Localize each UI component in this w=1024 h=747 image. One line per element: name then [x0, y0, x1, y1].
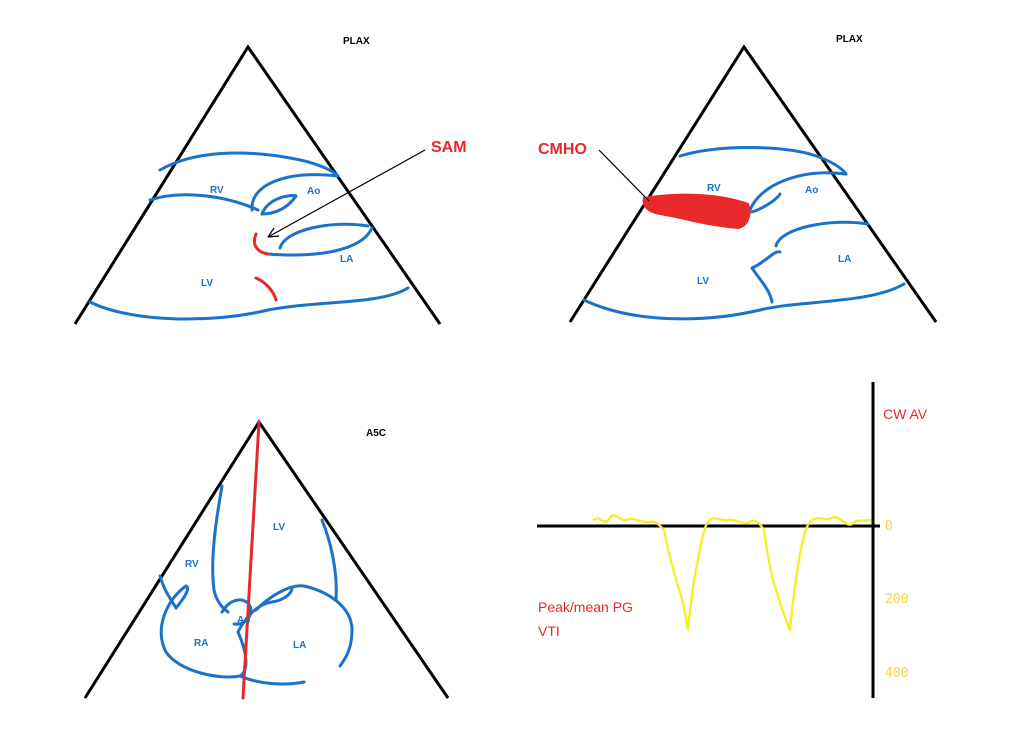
ra-label: RA [194, 638, 208, 649]
la-posterior-wall [750, 250, 782, 270]
panel-a5c: A5C LV RV Ao RA LA [83, 419, 450, 700]
rv-label: RV [707, 183, 721, 194]
ao-label: Ao [307, 186, 320, 197]
cardiac-structures [582, 146, 906, 321]
rv-free-wall [158, 574, 178, 610]
panel-plax-cmho: PLAX CMHO RV Ao LV LA [538, 34, 938, 323]
aortic-cusps [236, 586, 294, 634]
mitral-annulus-curve [750, 266, 774, 304]
lv-label: LV [201, 278, 213, 289]
sam-pointer-arrow [267, 149, 426, 238]
anterior-mitral-leaflet-sam [253, 232, 270, 256]
sam-annotation: SAM [431, 139, 467, 156]
interventricular-septum [211, 484, 230, 614]
rv-lv-septum [148, 193, 260, 212]
tick-label-200: 200 [885, 592, 908, 607]
sector-outline [73, 44, 442, 325]
rv-anterior-wall [678, 146, 848, 176]
la-posterior-wall [266, 226, 374, 257]
aortic-root-posterior [750, 192, 782, 214]
lv-posterior-wall [582, 282, 906, 321]
la-outline [254, 584, 354, 668]
cardiac-structures [88, 151, 410, 321]
doppler-title: CW AV [883, 406, 928, 422]
la-floor [238, 674, 306, 686]
la-label: LA [340, 254, 353, 265]
lv-lateral-wall [320, 518, 338, 602]
panel-plax-sam: PLAX SAM RV Ao LV LA [73, 36, 467, 325]
tick-label-400: 400 [885, 666, 908, 681]
panel-doppler: CW AV Peak/mean PG VTI 0 200 400 [537, 382, 928, 698]
measurement-peak-mean-pg: Peak/mean PG [538, 599, 633, 615]
la-label: LA [838, 254, 851, 265]
cw-doppler-cursor-line [241, 420, 261, 700]
aortic-root-posterior [260, 194, 298, 216]
rv-label: RV [210, 185, 224, 196]
view-label: PLAX [836, 34, 863, 45]
velocity-tick-labels: 0 200 400 [885, 519, 908, 681]
hypertrophied-septum-cmho [642, 193, 751, 230]
sam-markings [253, 232, 278, 302]
cmho-annotation: CMHO [538, 141, 587, 158]
rv-anterior-wall [158, 151, 340, 178]
la-anterior-wall [278, 222, 370, 250]
aortic-root-anterior [250, 173, 340, 212]
la-anterior-wall [774, 220, 870, 248]
aortic-root-anterior [748, 171, 848, 212]
view-label: PLAX [343, 36, 370, 47]
aortic-cusp [260, 194, 298, 216]
doppler-spectral-envelope [592, 514, 872, 632]
tick-label-0: 0 [885, 519, 893, 534]
sector-outline [83, 419, 450, 699]
ra-outline [159, 584, 248, 679]
measurement-vti: VTI [538, 623, 560, 639]
cmho-pointer-arrow [598, 149, 650, 202]
lv-posterior-wall [88, 286, 410, 321]
lv-label: LV [273, 522, 285, 533]
sector-outline [568, 44, 938, 323]
view-label: A5C [366, 428, 386, 439]
la-label: LA [293, 640, 306, 651]
ao-label: Ao [805, 185, 818, 196]
rv-label: RV [185, 559, 199, 570]
posterior-mitral-leaflet [254, 276, 278, 302]
ao-label: Ao [237, 615, 250, 626]
lv-label: LV [697, 276, 709, 287]
